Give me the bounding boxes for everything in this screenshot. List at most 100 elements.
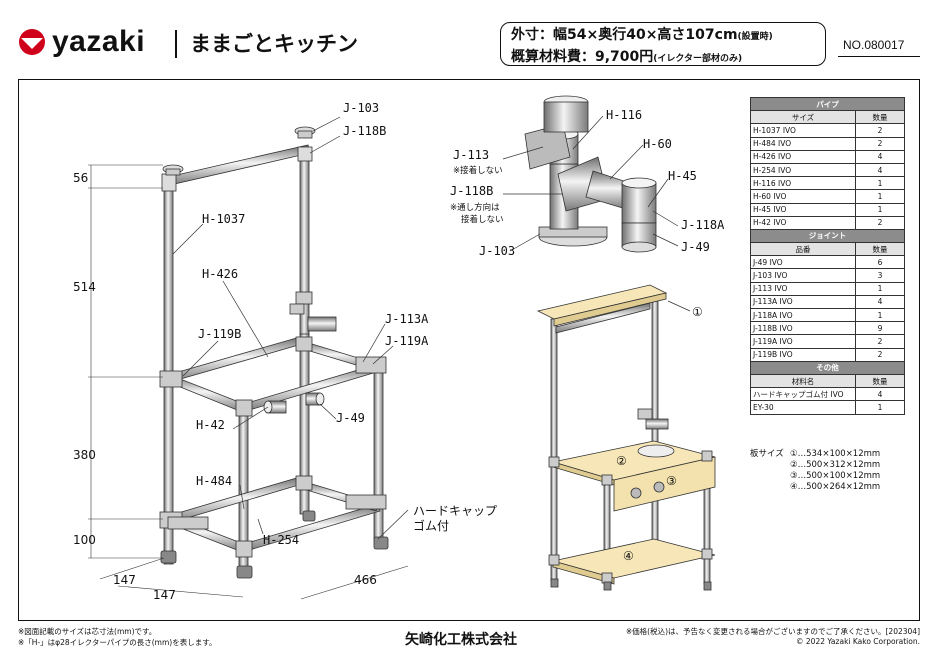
marker-1-leader	[667, 300, 691, 312]
label-j49: J-49	[336, 411, 365, 425]
dimensions-note: (設置時)	[737, 32, 773, 42]
other-row-cell: ハードキャップゴム付 IVO	[750, 387, 856, 402]
other-row-cell: EY-30	[750, 400, 856, 415]
joint-row-cell: 2	[855, 334, 905, 349]
dim-514: 514	[73, 280, 96, 294]
detail-j118b-note2: 接着しない	[461, 214, 504, 225]
faucet-detail	[524, 95, 657, 253]
pipe-row-cell: 2	[855, 123, 905, 138]
detail-j118b-note1: ※通し方向は	[450, 202, 500, 213]
board-row-4: ④…500×264×12mm	[750, 482, 880, 493]
joint-row-cell: J-118B IVO	[750, 321, 856, 336]
board-marker-3: ③	[666, 474, 677, 488]
pipe-section-title: パイプ	[750, 96, 905, 112]
joint-row-cell: 1	[855, 307, 905, 323]
pipe-row-cell: 2	[855, 215, 905, 230]
dim-147a: 147	[113, 573, 136, 587]
pipe-row-cell: 1	[855, 202, 905, 217]
label-j113a: J-113A	[385, 312, 429, 326]
board-row-2: ②…500×312×12mm	[750, 460, 880, 471]
joint-row-cell: J-113 IVO	[750, 281, 856, 296]
detail-h60: H-60	[643, 137, 672, 151]
dimension-lines	[88, 164, 409, 600]
leader-lines	[172, 116, 409, 540]
label-j118b-top: J-118B	[343, 124, 386, 138]
frame-assembly	[159, 126, 389, 579]
joint-header-row: 品番数量	[750, 242, 905, 257]
pipe-header-row-cell: サイズ	[750, 110, 856, 125]
price-note: ※価格(税込)は、予告なく変更される場合がございますのでご了承ください。[202…	[625, 627, 920, 636]
other-row-cell: 4	[855, 387, 905, 402]
detail-j49: J-49	[681, 240, 710, 254]
pipe-row-cell: H-60 IVO	[750, 189, 856, 204]
label-hardcap-1: ハードキャップ	[413, 504, 497, 518]
joint-row-cell: 9	[855, 321, 905, 336]
board-marker-2: ②	[616, 454, 627, 468]
board-marker-4: ④	[623, 549, 634, 563]
dim-147b: 147	[153, 588, 176, 602]
label-h1037: H-1037	[202, 212, 245, 226]
label-hardcap-2: ゴム付	[413, 518, 449, 533]
joint-section-title: ジョイント	[750, 228, 905, 244]
footnote-dimensions: ※図面記載のサイズは芯寸法(mm)です。	[18, 627, 157, 636]
dimensions-line: 外寸：幅54×奥行40×高さ107cm(設置時)	[511, 25, 815, 47]
joint-row-cell: 4	[855, 294, 905, 310]
label-h254: H-254	[263, 533, 299, 547]
header-separator	[175, 30, 177, 58]
other-row-cell: 1	[855, 400, 905, 415]
board-size-1: ①…534×100×12mm	[790, 449, 881, 459]
detail-j103: J-103	[479, 244, 515, 258]
pipe-header-row: サイズ数量	[750, 110, 905, 125]
joint-section-title-cell: ジョイント	[750, 228, 905, 244]
joint-row-cell: J-119A IVO	[750, 334, 856, 349]
pipe-row-cell: H-45 IVO	[750, 202, 856, 217]
page-title: ままごとキッチン	[190, 32, 358, 56]
board-size-4: ④…500×264×12mm	[790, 482, 881, 492]
detail-h45: H-45	[668, 169, 697, 183]
detail-j113: J-113	[453, 148, 489, 162]
label-j119b: J-119B	[198, 327, 241, 341]
joint-row-cell: J-119B IVO	[750, 347, 856, 362]
joint-header-row-cell: 数量	[855, 242, 905, 257]
spec-box: 外寸：幅54×奥行40×高さ107cm(設置時) 概算材料費：9,700円(イレ…	[500, 22, 826, 66]
other-section-title: その他	[750, 360, 905, 375]
pipe-row-cell: H-42 IVO	[750, 215, 856, 230]
dim-100: 100	[73, 533, 96, 547]
label-h426: H-426	[202, 267, 238, 281]
joint-row-cell: 6	[855, 255, 905, 270]
pipe-row-cell: 2	[855, 136, 905, 151]
kitchen-illustration	[536, 284, 716, 591]
dim-380: 380	[73, 448, 96, 462]
joint-row-cell: 1	[855, 281, 905, 296]
label-j103-top: J-103	[343, 101, 379, 115]
detail-leaders	[502, 115, 679, 252]
pipe-row-cell: 4	[855, 149, 905, 164]
board-marker-1: ①	[692, 305, 703, 319]
company-name: 矢崎化工株式会社	[405, 632, 517, 648]
yazaki-logo-icon	[19, 29, 45, 55]
other-header-row-cell: 材料名	[750, 373, 856, 389]
pipe-row-cell: 1	[855, 189, 905, 204]
pipe-row-cell: H-426 IVO	[750, 149, 856, 164]
detail-j118a: J-118A	[681, 218, 725, 232]
pipe-header-row-cell: 数量	[855, 110, 905, 125]
label-h484: H-484	[196, 474, 232, 488]
label-h42: H-42	[196, 418, 225, 432]
brand-logo: yazaki	[18, 27, 145, 57]
